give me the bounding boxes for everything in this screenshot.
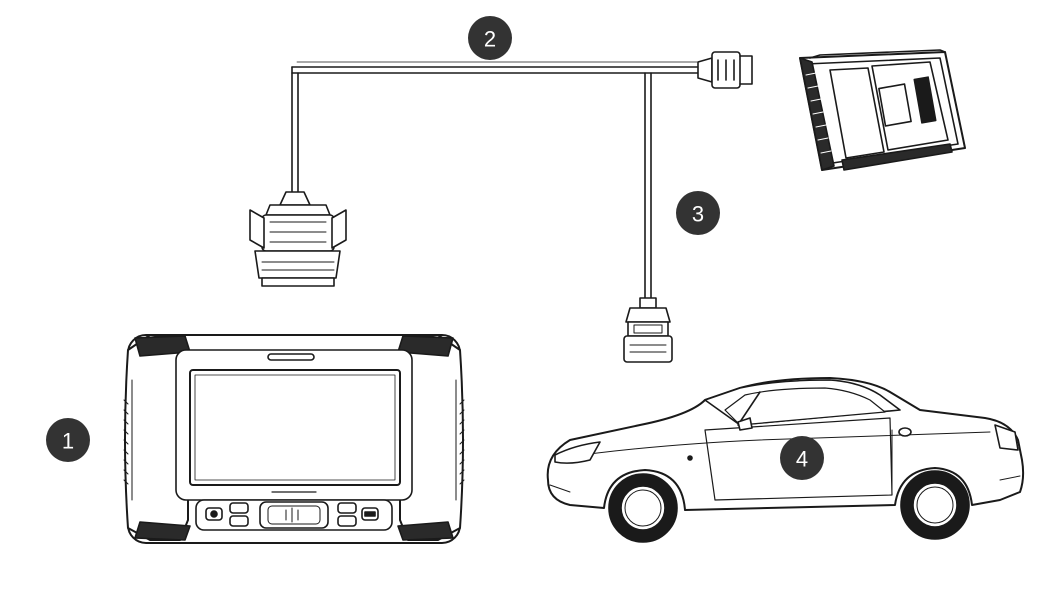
obd-connector (623, 297, 673, 363)
callout-3: 3 (676, 191, 720, 235)
db25-connector (249, 191, 347, 287)
callout-4: 4 (780, 436, 824, 480)
cable-end-connector (697, 51, 753, 89)
main-cable (291, 61, 701, 301)
ecu-module (799, 49, 966, 171)
diagnostic-tablet (123, 334, 465, 544)
callout-4-label: 4 (796, 447, 808, 472)
callout-3-label: 3 (692, 202, 704, 227)
callout-1: 1 (46, 418, 90, 462)
callout-2-label: 2 (484, 27, 496, 52)
callout-2: 2 (468, 16, 512, 60)
callout-1-label: 1 (62, 429, 74, 454)
